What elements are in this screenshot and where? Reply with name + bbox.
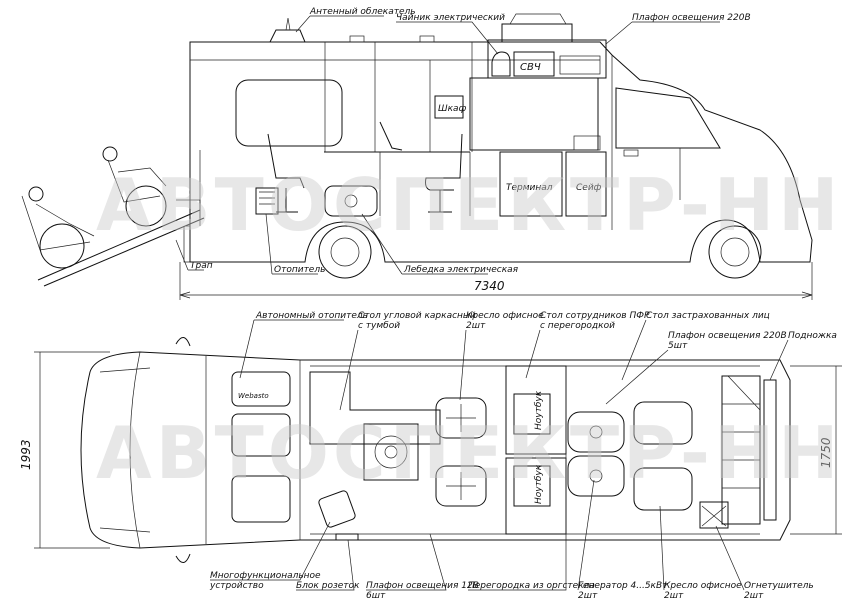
generator-label-2: 2шт (578, 591, 598, 600)
kettle-shape (491, 51, 511, 77)
watermark-bottom: АВТОСПЕКТР-НН (96, 411, 842, 495)
corner-table (309, 371, 441, 445)
office-chair-top-1 (435, 397, 487, 439)
corner-table-label-1: Стол угловой каркасный (358, 311, 476, 321)
cabinet-shkaf (469, 77, 599, 151)
heater-box (255, 187, 279, 215)
autonomous-heater-label: Автономный отопитель (255, 311, 368, 321)
notebook-1-label: Ноутбук (534, 390, 544, 430)
van-body-outline (189, 41, 813, 263)
insured-table-label: Стол застрахованных лиц (646, 311, 770, 321)
mirror-bottom (175, 553, 191, 563)
sockets-block (335, 533, 359, 541)
side-window (235, 79, 343, 147)
rear-shelf (721, 375, 761, 525)
width-dimension-left: 1993 (19, 439, 33, 470)
notebook-2 (513, 465, 551, 507)
insured-table-bottom (567, 455, 625, 497)
extinguisher-box (699, 501, 729, 529)
generator-label-1: Генератор 4...5кВт (578, 581, 668, 591)
top-body-outline (80, 351, 791, 549)
antenna-fairing-shape (269, 29, 306, 43)
front-wheel (708, 225, 762, 279)
ceiling-light-220-label: Плафон освещения 220В (632, 13, 751, 23)
wheelchair-1-wheel (39, 223, 85, 269)
ceiling-light-220-top-label-2: 5шт (668, 341, 688, 351)
ceiling-light-12-label-1: Плафон освещения 12В (366, 581, 479, 591)
office-chair-top-2 (435, 465, 487, 507)
cab-window (615, 87, 721, 149)
corner-table-label-2: с тумбой (358, 321, 400, 331)
office-chair-right-2 (633, 467, 693, 511)
notebook-2-label: Ноутбук (534, 464, 544, 504)
side-chair-laptop (379, 121, 403, 151)
notebook-1 (513, 393, 551, 435)
winch-hatch (363, 423, 419, 481)
upper-shelf (487, 39, 607, 79)
watermark-top: АВТОСПЕКТР-НН (96, 163, 842, 247)
terminal-cabinet (499, 151, 563, 217)
ramp-line (37, 209, 201, 281)
office-chair-bottom-label-2: 2шт (664, 591, 684, 600)
terminal-label: Терминал (506, 183, 553, 193)
mfd-label-2: устройство (209, 581, 264, 591)
person-1-head (28, 186, 44, 202)
side-view: Шкаф СВЧ Терминал Сейф (21, 7, 813, 300)
microwave-label: СВЧ (520, 62, 541, 73)
heater-label: Отопитель (274, 265, 325, 275)
wheelchair-2-wheel (125, 185, 167, 227)
antenna-label: Антенный облекатель (309, 7, 416, 17)
ceiling-light-12-label-2: 6шт (366, 591, 386, 600)
cab-seat-3 (231, 475, 291, 523)
winch-drum (324, 185, 378, 217)
cab-seat-2 (231, 413, 291, 457)
safe-label: Сейф (576, 183, 602, 193)
side-length-dimension: 7340 (474, 279, 505, 293)
mfd-label-1: Многофункциональное (210, 571, 321, 581)
safe-cabinet (565, 151, 607, 217)
sockets-label: Блок розеток (296, 581, 360, 591)
ceiling-light-220-top-label-1: Плафон освещения 220В (668, 331, 787, 341)
office-chair-right-1 (633, 401, 693, 445)
insured-table-top (567, 411, 625, 453)
side-chair-1 (267, 133, 305, 213)
shkaf-label: Шкаф (438, 104, 467, 114)
pfr-table-label-2: с перегородкой (540, 321, 615, 331)
ramp-label: Трап (190, 261, 213, 271)
webasto-label: Webasto (238, 392, 269, 400)
winch-label: Лебедка электрическая (403, 265, 519, 275)
rear-wheel (318, 225, 372, 279)
office-chair-top-label-1: Кресло офисное (466, 311, 544, 321)
width-dimension-right: 1750 (819, 437, 833, 468)
cab-seat-1 (231, 371, 291, 407)
partition-label: Перегородка из оргстекла (468, 581, 595, 591)
top-view: Webasto Ноутбук Ноутбук (19, 311, 842, 600)
footstep-label: Подножка (788, 331, 837, 341)
office-chair-bottom-label-1: Кресло офисное (664, 581, 742, 591)
kettle-label: Чайник электрический (396, 13, 505, 23)
shkaf-sign (434, 95, 464, 119)
pfr-table-label-1: Стол сотрудников ПФР (540, 311, 650, 321)
mirror-top (175, 337, 191, 347)
mfd-device (318, 490, 356, 528)
extinguisher-label-1: Огнетушитель (744, 581, 814, 591)
side-chair-2 (425, 133, 463, 213)
person-2-head (102, 146, 118, 162)
roof-ac-unit (501, 23, 573, 43)
office-chair-top-label-2: 2шт (466, 321, 486, 331)
microwave-box (513, 51, 555, 77)
extinguisher-label-2: 2шт (744, 591, 764, 600)
